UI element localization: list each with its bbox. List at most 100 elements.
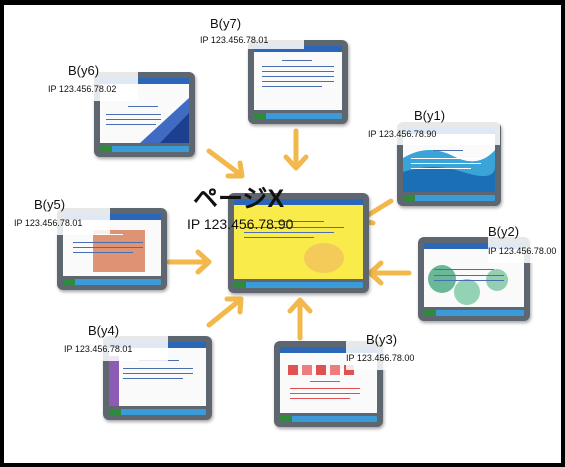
arrow-y6 <box>206 148 245 179</box>
text-line <box>73 247 143 248</box>
node-name-y3: B(y3) <box>366 332 398 347</box>
diagram-canvas: ページX IP 123.456.78.90 B(y7) IP 123.456.7… <box>4 5 561 463</box>
nav-bar <box>100 146 189 152</box>
label-backdrop <box>368 105 500 145</box>
arrow-y2 <box>367 260 412 286</box>
node-name-y5: B(y5) <box>34 197 66 212</box>
label-backdrop <box>64 321 168 361</box>
nav-bar <box>424 310 524 316</box>
node-name-y2: B(y2) <box>488 224 520 239</box>
text-line <box>290 398 350 399</box>
nav-button <box>234 282 246 288</box>
center-title: ページX <box>193 185 285 213</box>
node-name-y4: B(y4) <box>88 323 120 338</box>
window-screen <box>63 214 161 276</box>
label-backdrop <box>14 195 110 235</box>
decor-block <box>93 230 145 272</box>
center-page-window <box>228 193 369 293</box>
nav-button <box>100 146 112 152</box>
label-backdrop <box>346 330 460 370</box>
decor-square <box>302 365 312 375</box>
nav-button <box>109 409 121 415</box>
nav-bar <box>254 113 342 119</box>
nav-bar <box>234 282 363 288</box>
text-line <box>106 114 161 115</box>
decor-blob <box>304 243 344 273</box>
text-line <box>434 275 504 276</box>
decor-blocks <box>288 365 368 375</box>
text-line <box>106 119 161 120</box>
text-line <box>411 163 481 164</box>
node-ip-y7: IP 123.456.78.01 <box>200 35 269 45</box>
node-ip-y6: IP 123.456.78.02 <box>48 84 117 94</box>
nav-bar <box>280 416 377 422</box>
text-line <box>123 373 193 374</box>
node-ip-y3: IP 123.456.78.00 <box>346 353 415 363</box>
label-backdrop <box>204 13 304 49</box>
node-window-y7 <box>248 40 348 124</box>
text-line <box>244 227 344 228</box>
text-line <box>128 106 158 107</box>
title-bar <box>63 214 161 220</box>
node-name-y1: B(y1) <box>414 108 446 123</box>
text-line <box>262 71 334 72</box>
arrow-y4 <box>206 296 244 328</box>
text-line <box>434 280 504 281</box>
decor-sidebar <box>109 356 119 406</box>
nav-button <box>280 416 292 422</box>
text-line <box>434 269 494 270</box>
title-bar <box>280 347 377 353</box>
title-bar <box>100 78 189 84</box>
text-line <box>106 124 156 125</box>
node-name-y6: B(y6) <box>68 63 100 78</box>
arrow-y5 <box>166 249 212 275</box>
window-screen <box>254 46 342 110</box>
text-line <box>411 158 481 159</box>
nav-button <box>63 279 75 285</box>
text-line <box>123 368 193 369</box>
text-line <box>244 232 334 233</box>
node-name-y7: B(y7) <box>210 16 242 31</box>
title-bar <box>254 46 342 52</box>
text-line <box>290 393 360 394</box>
node-ip-y1: IP 123.456.78.90 <box>368 129 437 139</box>
label-backdrop <box>48 61 138 101</box>
text-line <box>411 168 471 169</box>
arrow-y7 <box>283 128 309 171</box>
text-line <box>433 150 463 151</box>
text-line <box>290 388 360 389</box>
text-line <box>262 86 322 87</box>
decor-square <box>288 365 298 375</box>
node-ip-y5: IP 123.456.78.01 <box>14 218 83 228</box>
node-ip-y2: IP 123.456.78.00 <box>488 246 557 256</box>
nav-bar <box>63 279 161 285</box>
node-ip-y4: IP 123.456.78.01 <box>64 344 133 354</box>
text-line <box>73 242 143 243</box>
decor-square <box>316 365 326 375</box>
decor-wave <box>403 149 495 192</box>
nav-button <box>403 195 415 201</box>
decor-square <box>330 365 340 375</box>
nav-button <box>424 310 436 316</box>
text-line <box>262 76 334 77</box>
label-backdrop <box>488 223 558 263</box>
nav-bar <box>109 409 206 415</box>
text-line <box>244 237 314 238</box>
arrow-y3 <box>287 297 313 341</box>
center-ip: IP 123.456.78.90 <box>187 216 294 232</box>
text-line <box>123 378 183 379</box>
decor-square <box>344 365 354 375</box>
title-bar <box>234 199 363 205</box>
window-screen <box>234 199 363 279</box>
text-line <box>282 60 312 61</box>
decor-circle <box>454 279 480 305</box>
nav-button <box>254 113 266 119</box>
text-line <box>73 252 133 253</box>
text-line <box>262 66 334 67</box>
text-line <box>310 381 340 382</box>
nav-bar <box>403 195 495 201</box>
text-line <box>274 221 324 222</box>
title-bar <box>424 243 524 249</box>
decor-stripes <box>140 98 189 143</box>
text-line <box>262 81 334 82</box>
